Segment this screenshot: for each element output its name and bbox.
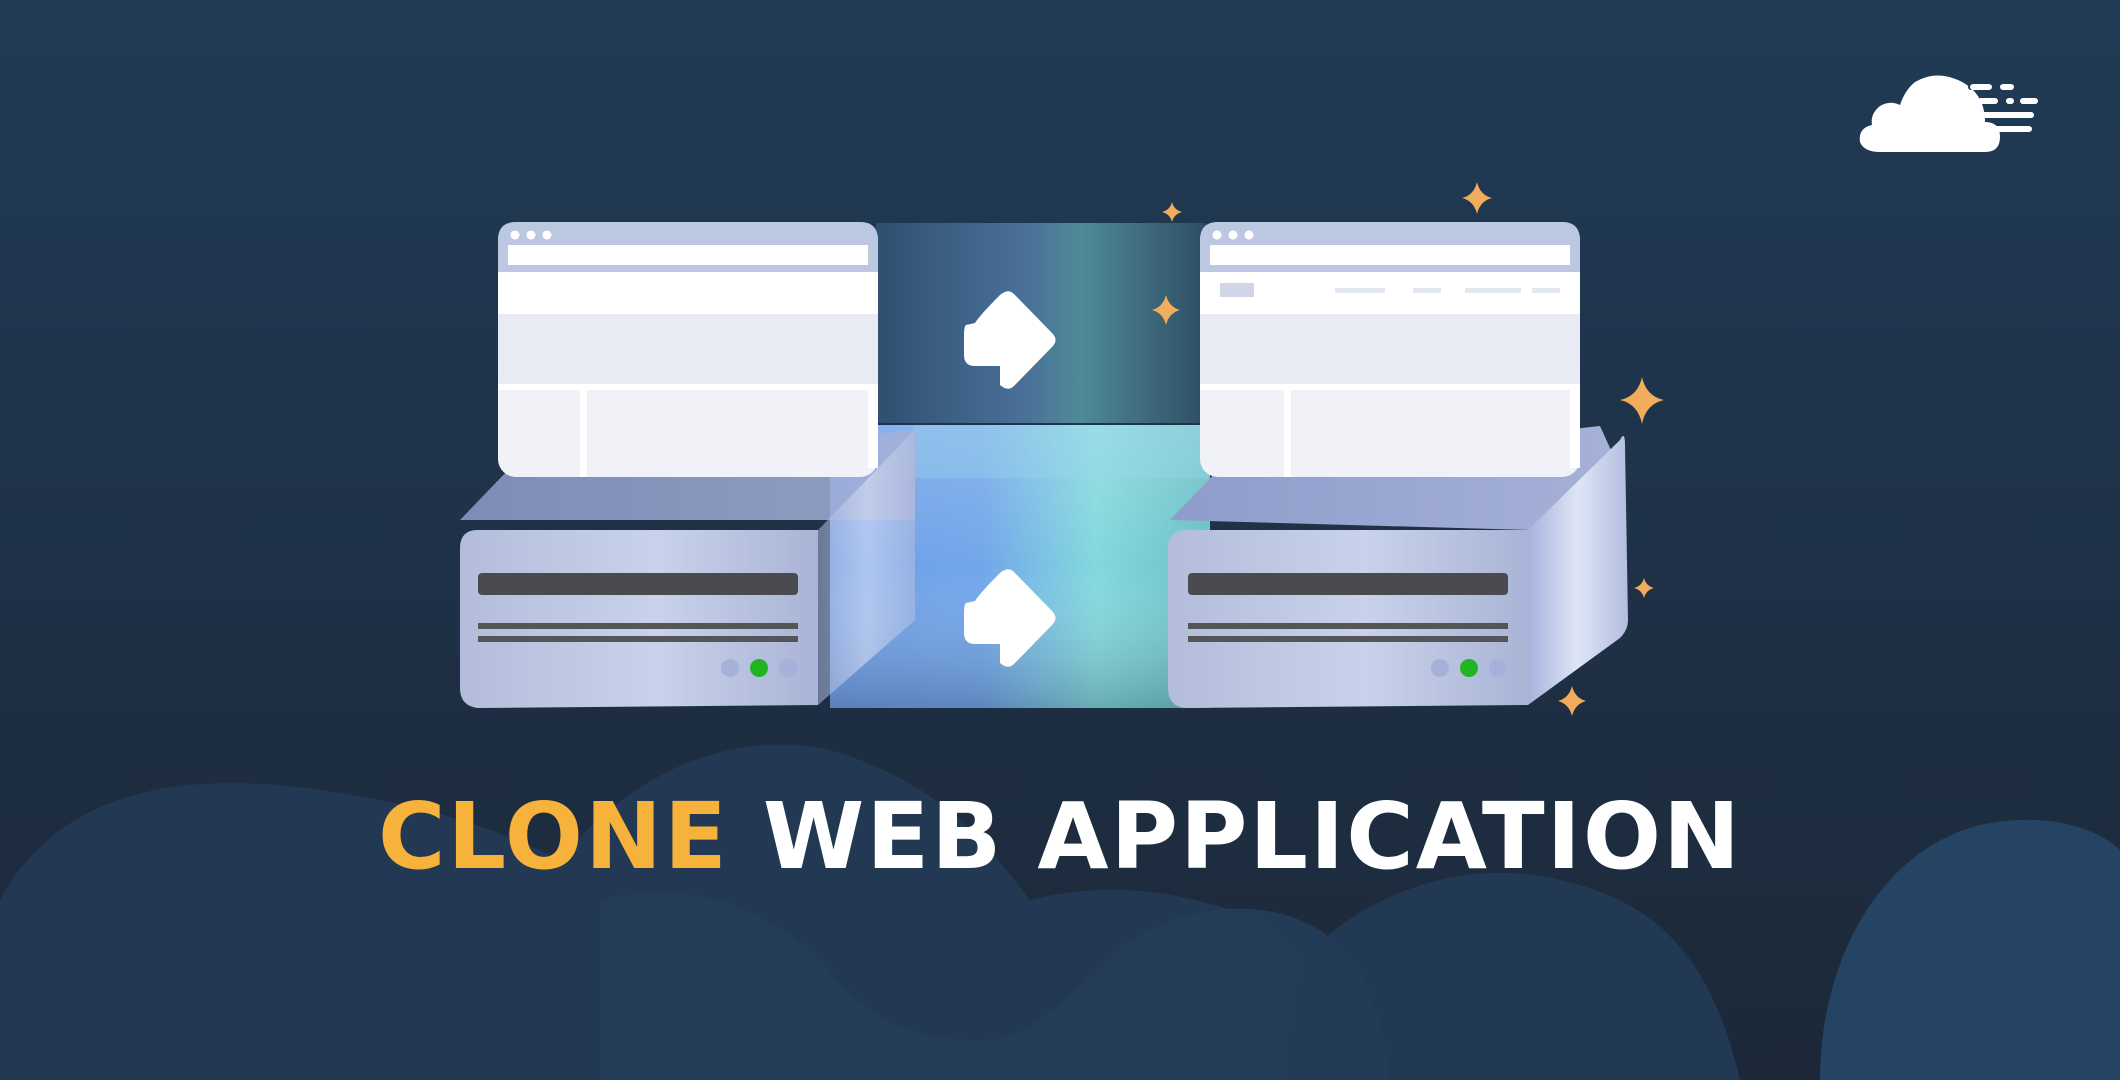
vent-line [1188,623,1508,629]
vent-line [478,623,798,629]
sparkle-icon [1462,182,1492,214]
sparkle-icon [1558,686,1586,716]
sparkle-icon [1162,202,1182,222]
server-icon [1168,426,1628,708]
drive-slot [478,573,798,595]
sparkle-icon [1634,578,1654,598]
status-light [779,659,797,677]
status-light [1489,659,1507,677]
status-light-on [1460,659,1478,677]
browser-window-icon [498,222,878,477]
sparkle-icon [1152,295,1180,325]
status-light [1431,659,1449,677]
status-light [721,659,739,677]
sparkles [1152,182,1664,716]
cloud-speed-logo [1859,75,2038,152]
browser-window-icon [1200,222,1580,477]
headline-accent-word: CLONE [377,783,729,890]
vent-line [478,636,798,642]
sparkle-icon [1620,377,1664,424]
drive-slot [1188,573,1508,595]
arrow-right-icon [964,291,1056,389]
headline-rest: WEB APPLICATION [762,783,1743,890]
page-title: CLONE WEB APPLICATION [0,782,2120,892]
status-light-on [750,659,768,677]
arrow-right-icon [964,569,1056,667]
background-hills [0,744,2120,1080]
vent-line [1188,636,1508,642]
